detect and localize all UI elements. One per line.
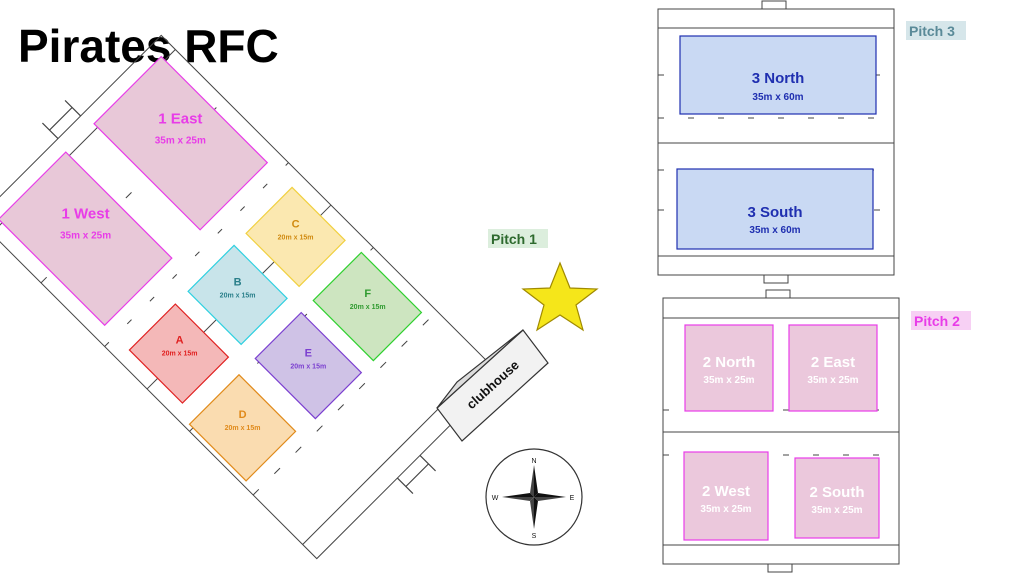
pitch-2-label: Pitch 2	[914, 313, 960, 329]
zone-name: A	[176, 335, 184, 347]
zone-name: F	[364, 288, 371, 300]
compass-west: W	[492, 495, 499, 502]
zone-f: F 20m x 15m	[312, 251, 423, 362]
zone-2-north: 2 North 35m x 25m	[684, 324, 774, 412]
compass: N S E W	[485, 448, 583, 546]
pitch-3: 3 North 35m x 60m 3 South 35m x 60m	[657, 0, 895, 284]
pitch-3-label-bg	[906, 21, 966, 40]
pitch-1-line	[104, 162, 289, 347]
zone-d: D 20m x 15m	[188, 373, 297, 482]
goal-post-icon	[767, 563, 793, 573]
pitch-1-label: Pitch 1	[491, 231, 537, 247]
compass-east: E	[570, 495, 575, 502]
clubhouse: clubhouse	[436, 329, 549, 442]
zone-1-west: 1 West 35m x 25m	[0, 151, 173, 327]
page-title: Pirates RFC	[18, 20, 279, 72]
zone-a: A 20m x 15m	[128, 303, 230, 404]
zone-name: B	[234, 277, 242, 289]
compass-north: N	[531, 458, 536, 465]
pitch-1-line	[252, 310, 438, 496]
zone-1-east: 1 East 35m x 25m	[93, 55, 269, 231]
zone-b: B 20m x 15m	[187, 244, 288, 346]
zone-size: 35m x 25m	[811, 505, 862, 516]
zone-name: 2 North	[703, 354, 756, 371]
zone-size: 20m x 15m	[162, 351, 198, 358]
pitch-2: 2 North 35m x 25m 2 East 35m x 25m 2 Wes…	[662, 289, 900, 573]
zone-name: 1 West	[62, 205, 110, 222]
zone-e: E 20m x 15m	[254, 311, 363, 420]
goal-post-icon	[42, 100, 82, 140]
pitch-2-label-bg	[911, 311, 971, 330]
zone-size: 35m x 25m	[60, 230, 111, 241]
zone-size: 20m x 15m	[350, 304, 386, 311]
zone-name: 2 South	[810, 484, 865, 501]
zone-name: 1 East	[158, 111, 202, 128]
zone-size: 35m x 25m	[155, 136, 206, 147]
goal-post-icon	[396, 454, 436, 494]
compass-south: S	[532, 533, 537, 540]
zone-name: 3 South	[748, 204, 803, 221]
pitch-1: 1 West 35m x 25m 1 East 35m x 25m A 20m …	[0, 34, 502, 560]
pitch-1-outline	[0, 34, 502, 560]
goal-post-icon	[761, 0, 787, 10]
zone-3-south: 3 South 35m x 60m	[676, 168, 874, 250]
zone-name: C	[292, 219, 300, 231]
zone-size: 20m x 15m	[290, 363, 326, 370]
zone-3-north: 3 North 35m x 60m	[679, 35, 877, 115]
zone-2-east: 2 East 35m x 25m	[788, 324, 878, 412]
star-icon	[521, 261, 599, 332]
zone-size: 35m x 25m	[703, 375, 754, 386]
goal-post-icon	[763, 274, 789, 284]
pitch-1-label-bg	[488, 229, 548, 248]
zone-name: E	[305, 347, 312, 359]
zone-size: 35m x 60m	[752, 92, 803, 103]
zone-2-south: 2 South 35m x 25m	[794, 457, 880, 539]
compass-rose-icon	[534, 465, 538, 497]
zone-name: 2 West	[702, 483, 750, 500]
zone-name: 3 North	[752, 70, 805, 87]
zone-size: 20m x 15m	[220, 293, 256, 300]
zone-size: 35m x 60m	[749, 225, 800, 236]
zone-size: 35m x 25m	[807, 375, 858, 386]
zone-size: 20m x 15m	[278, 235, 314, 242]
goal-post-icon	[765, 289, 791, 299]
zone-c: C 20m x 15m	[245, 186, 346, 288]
zone-2-west: 2 West 35m x 25m	[683, 451, 769, 541]
zone-size: 20m x 15m	[225, 425, 261, 432]
zone-name: 2 East	[811, 354, 855, 371]
zone-size: 35m x 25m	[700, 504, 751, 515]
zone-name: D	[239, 409, 247, 421]
pitch-3-label: Pitch 3	[909, 23, 955, 39]
